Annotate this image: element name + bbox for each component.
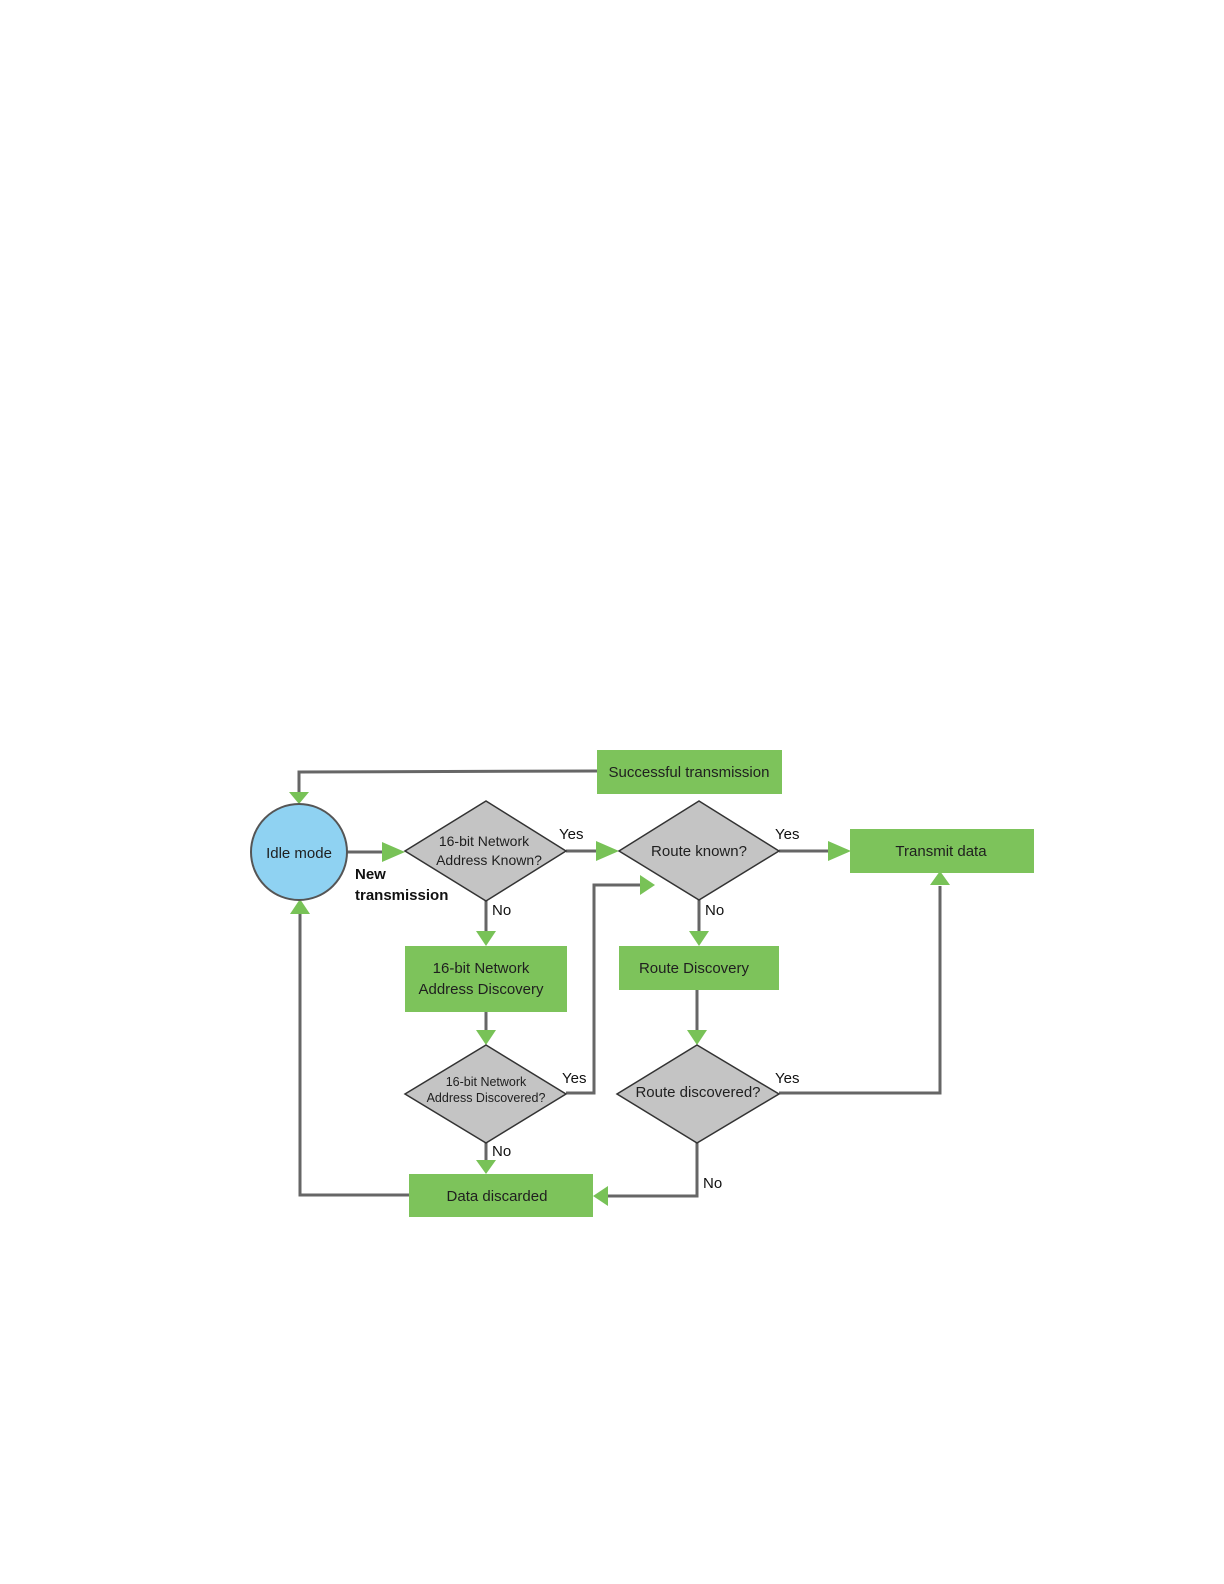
edge-route-discovered-no: [608, 1143, 697, 1196]
arrowhead-into-transmit-data-bottom: [930, 871, 950, 885]
decision-address-discovered: 16-bit Network Address Discovered?: [405, 1045, 566, 1143]
node-address-discovery: 16-bit Network Address Discovery: [405, 946, 567, 1012]
decision-route-discovered-label: Route discovered?: [635, 1084, 760, 1101]
arrowhead-into-address-discovery: [476, 931, 496, 946]
edge-success-to-idle: [299, 771, 597, 792]
decision-address-known-line2: Address Known?: [436, 852, 542, 868]
node-route-discovery: Route Discovery: [619, 946, 779, 990]
decision-address-known-line1: 16-bit Network: [439, 833, 530, 849]
node-route-discovery-label: Route Discovery: [639, 960, 750, 977]
label-yes-address-discovered: Yes: [562, 1070, 586, 1087]
node-data-discarded-label: Data discarded: [447, 1188, 548, 1205]
node-data-discarded: Data discarded: [409, 1174, 593, 1217]
arrowhead-into-route-discovery: [689, 931, 709, 946]
label-yes-address-known: Yes: [559, 826, 583, 843]
arrowhead-into-data-discarded-top: [476, 1160, 496, 1174]
edge-discarded-to-idle: [300, 914, 409, 1195]
label-new-transmission-line2: transmission: [355, 887, 448, 904]
arrowhead-into-address-known: [382, 842, 405, 862]
decision-address-discovered-line2: Address Discovered?: [427, 1091, 546, 1105]
node-idle-mode: Idle mode: [251, 804, 347, 900]
arrowhead-into-route-known-side: [640, 875, 655, 895]
arrowhead-into-route-discovered: [687, 1030, 707, 1045]
label-yes-route-discovered: Yes: [775, 1070, 799, 1087]
label-yes-route-known: Yes: [775, 826, 799, 843]
node-transmit-data-label: Transmit data: [895, 843, 987, 860]
node-successful-transmission: Successful transmission: [597, 750, 782, 794]
node-address-discovery-line2: Address Discovery: [418, 981, 544, 998]
label-no-address-known: No: [492, 902, 511, 919]
label-no-route-discovered: No: [703, 1175, 722, 1192]
arrowhead-into-transmit-data: [828, 841, 851, 861]
node-address-discovery-line1: 16-bit Network: [433, 960, 530, 977]
decision-address-known: 16-bit Network Address Known?: [405, 801, 566, 901]
decision-route-known-label: Route known?: [651, 843, 747, 860]
label-no-address-discovered: No: [492, 1143, 511, 1160]
arrowhead-into-data-discarded-right: [593, 1186, 608, 1206]
arrowhead-into-idle-bottom: [290, 899, 310, 914]
decision-address-discovered-line1: 16-bit Network: [446, 1075, 527, 1089]
label-no-route-known: No: [705, 902, 724, 919]
node-idle-mode-label: Idle mode: [266, 845, 332, 862]
label-new-transmission-line1: New: [355, 866, 386, 883]
node-successful-transmission-label: Successful transmission: [609, 764, 770, 781]
node-transmit-data: Transmit data: [850, 829, 1034, 873]
edge-route-discovered-yes: [779, 886, 940, 1093]
arrowhead-into-route-known: [596, 841, 619, 861]
arrowhead-into-idle-top: [289, 792, 309, 804]
decision-route-discovered: Route discovered?: [617, 1045, 779, 1143]
arrowhead-into-address-discovered: [476, 1030, 496, 1045]
